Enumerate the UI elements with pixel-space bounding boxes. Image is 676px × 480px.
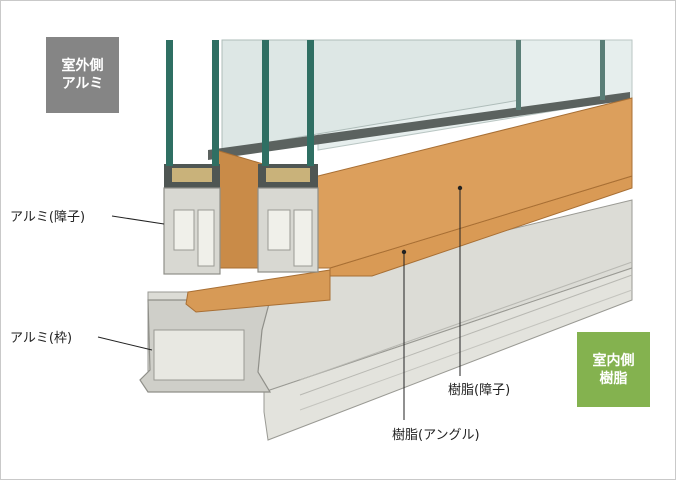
label-resin-angle: 樹脂(アングル) bbox=[392, 428, 480, 443]
indoor-badge-line1: 室内側 bbox=[592, 352, 635, 369]
label-resin-sash: 樹脂(障子) bbox=[448, 383, 511, 398]
aluminum-frame-lower bbox=[263, 267, 633, 441]
label-aluminum-sash: アルミ(障子) bbox=[10, 210, 86, 225]
outdoor-badge-line2: アルミ bbox=[61, 76, 104, 92]
outdoor-aluminum-badge: 室外側 アルミ bbox=[46, 37, 119, 113]
label-aluminum-frame: アルミ(枠) bbox=[10, 331, 73, 346]
indoor-badge-line2: 樹脂 bbox=[599, 370, 628, 387]
indoor-resin-badge: 室内側 樹脂 bbox=[577, 332, 650, 407]
leader-aluminum-frame bbox=[97, 336, 153, 351]
aluminum-sash-right bbox=[257, 40, 319, 273]
aluminum-sash-left bbox=[163, 40, 221, 275]
outdoor-badge-line1: 室外側 bbox=[61, 58, 104, 74]
resin-frame-base bbox=[185, 269, 331, 313]
leader-aluminum-sash bbox=[111, 215, 165, 225]
